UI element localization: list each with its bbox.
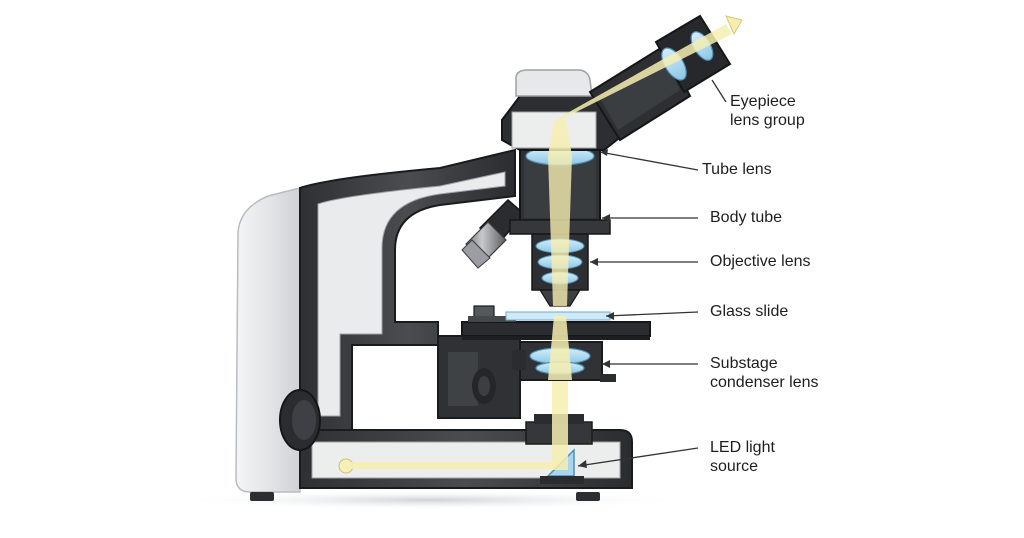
eyepiece-tube [588, 14, 732, 142]
label-objective-lens: Objective lens [710, 253, 811, 270]
label-led-light-source: LED light source [710, 439, 775, 475]
ground-shadow [170, 490, 690, 510]
leader-glass-slide [605, 311, 699, 317]
condenser-beam [548, 316, 572, 380]
leader-lines [577, 79, 727, 467]
label-substage-condenser-lens: Substage condenser lens [710, 355, 819, 391]
label-glass-slide: Glass slide [710, 303, 789, 320]
base-foot-left [250, 492, 274, 501]
eyepiece-lens-1 [661, 47, 687, 81]
label-body-tube: Body tube [710, 209, 783, 226]
head-beam [548, 120, 572, 156]
arm-cutaway [317, 171, 506, 417]
base-light-beam [350, 462, 560, 469]
eyepiece-beam [552, 24, 732, 124]
leader-led [577, 447, 699, 467]
leader-eyepiece [711, 79, 727, 103]
leader-arrowheads [578, 149, 614, 468]
vertical-beam-lower [552, 374, 568, 470]
side-objective [461, 198, 526, 269]
exit-arrow [725, 15, 743, 36]
leader-tube-lens [599, 151, 699, 171]
base-foot-right [576, 492, 600, 501]
label-tube-lens: Tube lens [702, 161, 772, 178]
body-tube-beam [548, 156, 572, 306]
label-eyepiece-lens-group: Eyepiece lens group [730, 93, 805, 129]
